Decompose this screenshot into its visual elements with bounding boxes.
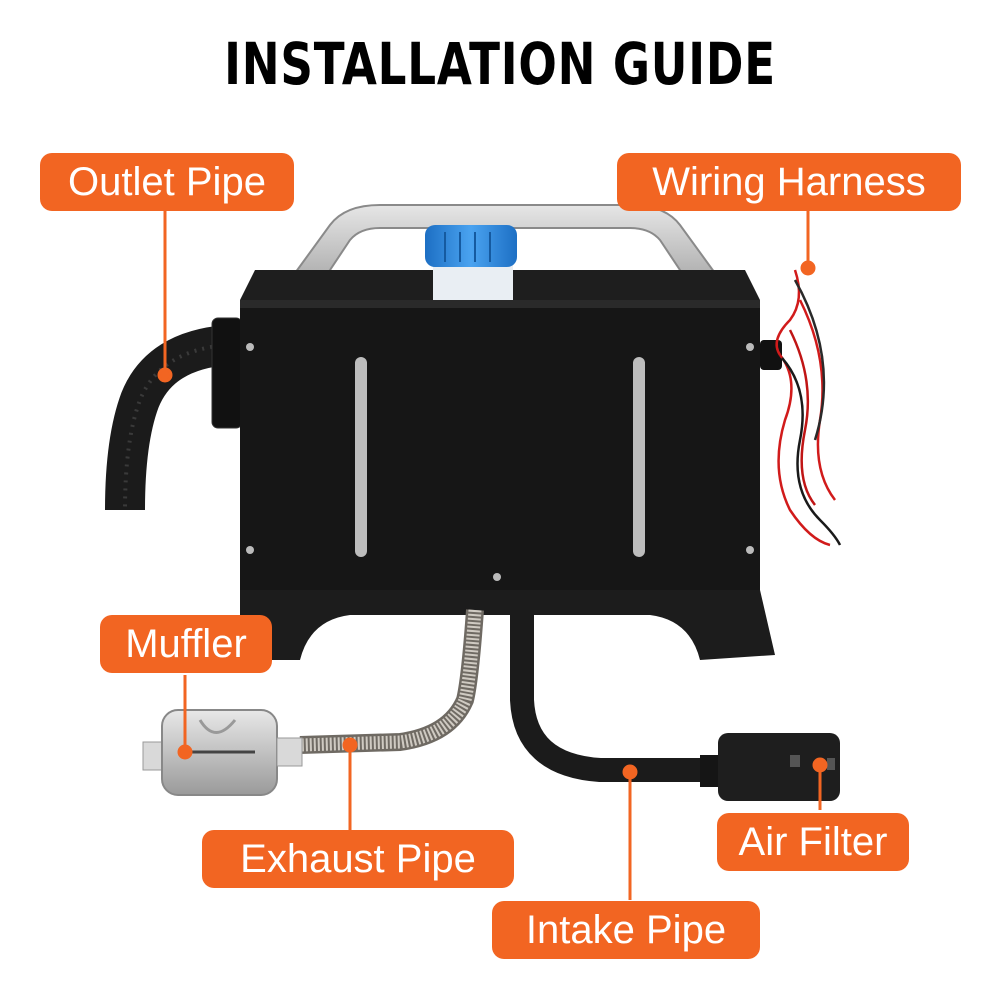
outlet-pipe-hose [105,317,243,511]
label-wiring-harness: Wiring Harness [617,153,961,211]
fuel-cap [425,225,517,302]
page-title: INSTALLATION GUIDE [224,30,776,98]
label-muffler: Muffler [100,615,272,673]
label-exhaust-pipe: Exhaust Pipe [202,830,514,888]
air-filter-part [700,733,840,801]
label-outlet-pipe: Outlet Pipe [40,153,294,211]
exhaust-pipe-hose [299,609,484,754]
heater-body [240,300,782,660]
wiring-harness-cable [775,269,842,547]
label-air-filter: Air Filter [717,813,909,871]
label-intake-pipe: Intake Pipe [492,901,760,959]
muffler-part [142,709,303,796]
intake-pipe-hose [510,610,700,782]
callout-leader-lines [157,205,828,900]
